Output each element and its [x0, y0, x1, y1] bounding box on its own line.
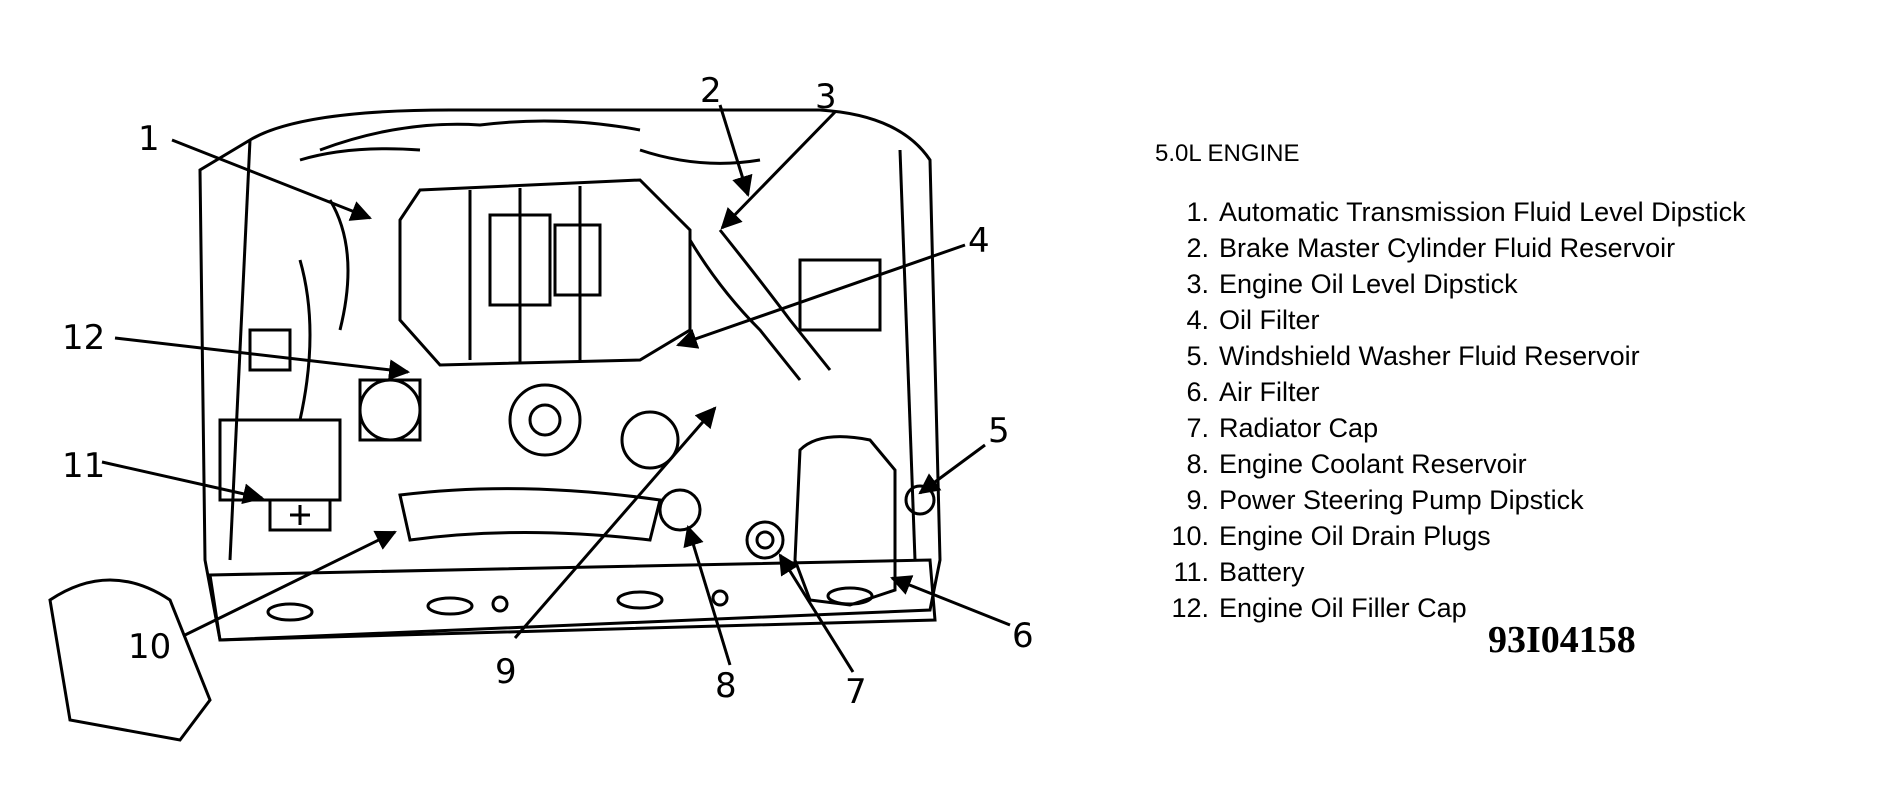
legend-number: 8.	[1186, 449, 1209, 479]
list-item: 3. Engine Oil Level Dipstick	[1155, 266, 1875, 302]
legend-number: 6.	[1186, 377, 1209, 407]
callout-numbers: 1 2 3 4 5 6 7 8 9 10 11 12	[62, 71, 1034, 712]
list-item: 2. Brake Master Cylinder Fluid Reservoir	[1155, 230, 1875, 266]
list-item: 7. Radiator Cap	[1155, 410, 1875, 446]
legend-label: Air Filter	[1219, 377, 1320, 407]
list-item: 1. Automatic Transmission Fluid Level Dip…	[1155, 194, 1875, 230]
list-item: 5. Windshield Washer Fluid Reservoir	[1155, 338, 1875, 374]
legend-label: Engine Coolant Reservoir	[1219, 449, 1527, 479]
list-item: 9. Power Steering Pump Dipstick	[1155, 482, 1875, 518]
legend-label: Engine Oil Level Dipstick	[1219, 269, 1518, 299]
list-item: 6. Air Filter	[1155, 374, 1875, 410]
callout-5: 5	[988, 411, 1010, 451]
callout-2: 2	[700, 71, 722, 111]
legend-label: Windshield Washer Fluid Reservoir	[1219, 341, 1640, 371]
callout-1: 1	[138, 119, 160, 159]
legend-number: 5.	[1186, 341, 1209, 371]
legend-label: Engine Oil Drain Plugs	[1219, 521, 1491, 551]
legend-label: Oil Filter	[1219, 305, 1320, 335]
callout-4: 4	[968, 221, 990, 261]
legend-number: 10.	[1171, 521, 1209, 551]
legend-label: Automatic Transmission Fluid Level Dipst…	[1219, 197, 1746, 227]
legend-number: 12.	[1171, 593, 1209, 623]
callout-12: 12	[62, 318, 105, 358]
legend-number: 9.	[1186, 485, 1209, 515]
callout-3: 3	[815, 77, 837, 117]
legend-number: 1.	[1186, 197, 1209, 227]
callout-10: 10	[128, 627, 171, 667]
legend-list: 1. Automatic Transmission Fluid Level Dip…	[1155, 194, 1875, 626]
callout-7: 7	[845, 672, 867, 712]
legend-number: 3.	[1186, 269, 1209, 299]
callout-6: 6	[1012, 616, 1034, 656]
legend-label: Radiator Cap	[1219, 413, 1379, 443]
callout-leaders	[101, 104, 1011, 673]
legend-number: 11.	[1173, 557, 1209, 587]
callout-9: 9	[495, 652, 517, 692]
figure-code: 93I04158	[1488, 619, 1636, 661]
list-item: 8. Engine Coolant Reservoir	[1155, 446, 1875, 482]
engine-illustration	[48, 108, 942, 742]
legend-number: 7.	[1186, 413, 1209, 443]
legend-label: Brake Master Cylinder Fluid Reservoir	[1219, 233, 1676, 263]
list-item: 12. Engine Oil Filler Cap	[1155, 590, 1875, 626]
callout-11: 11	[62, 446, 105, 486]
legend-label: Power Steering Pump Dipstick	[1219, 485, 1584, 515]
legend-label: Battery	[1219, 557, 1305, 587]
callout-8: 8	[715, 666, 737, 706]
legend: 5.0L ENGINE 1. Automatic Transmission Flu…	[1155, 140, 1875, 626]
legend-label: Engine Oil Filler Cap	[1219, 593, 1467, 623]
list-item: 10. Engine Oil Drain Plugs	[1155, 518, 1875, 554]
list-item: 11. Battery	[1155, 554, 1875, 590]
legend-number: 2.	[1186, 233, 1209, 263]
legend-title: 5.0L ENGINE	[1155, 140, 1300, 167]
list-item: 4. Oil Filter	[1155, 302, 1875, 338]
legend-number: 4.	[1186, 305, 1209, 335]
